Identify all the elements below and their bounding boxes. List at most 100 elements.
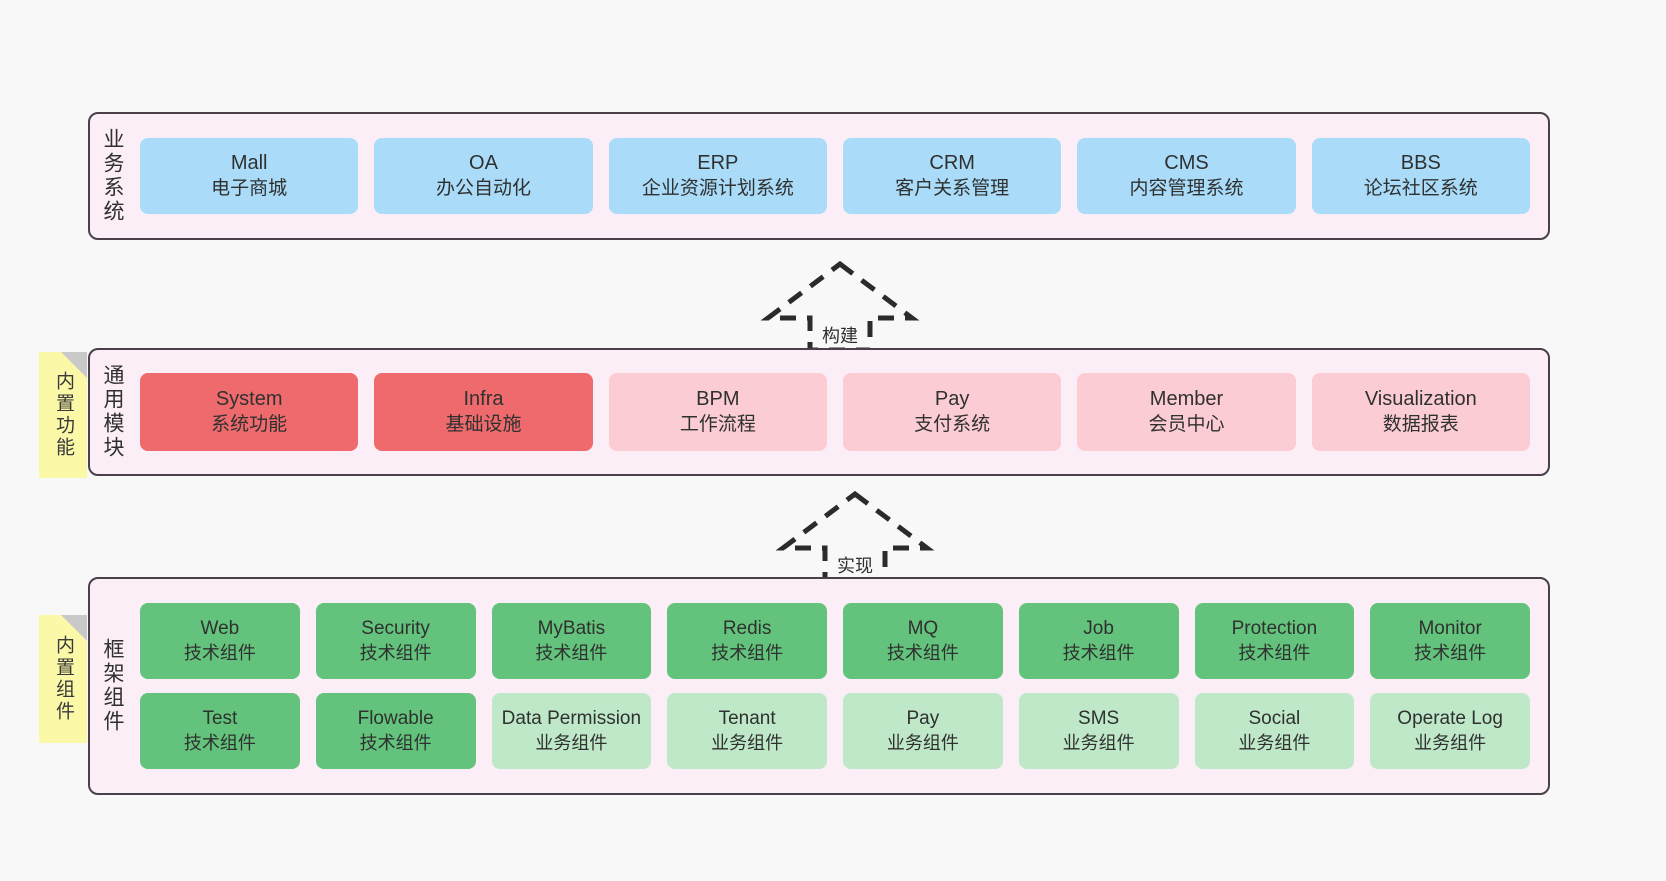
card-title-en: Tenant [718,708,776,730]
card-security[interactable]: Security 技术组件 [315,603,476,679]
card-redis[interactable]: Redis 技术组件 [667,603,827,679]
layer-title-framework: 框架组件 [101,638,125,734]
layer-body-framework: Web 技术组件 Security 技术组件 MyBatis 技术组件 Redi… [134,579,1548,793]
layer-business-systems: 业务系统 Mall 电子商城 OA 办公自动化 ERP 企业资源计划系统 CRM… [88,112,1550,240]
layer-general-modules: 通用模块 System 系统功能 Infra 基础设施 BPM 工作流程 Pay… [88,348,1550,476]
card-title-cn: 业务组件 [535,732,608,753]
card-mall[interactable]: Mall 电子商城 [140,138,359,214]
card-data-permission[interactable]: Data Permission 业务组件 [491,693,652,769]
card-title-en: Member [1149,388,1224,411]
card-title-cn: 系统功能 [211,413,288,435]
card-title-cn: 会员中心 [1148,413,1225,435]
card-title-cn: 技术组件 [359,732,432,753]
card-title-cn: 电子商城 [211,177,288,199]
card-oa[interactable]: OA 办公自动化 [374,138,593,214]
card-title-cn: 技术组件 [1062,642,1135,663]
card-title-en: CMS [1164,152,1209,175]
card-title-cn: 业务组件 [1062,732,1135,753]
card-web[interactable]: Web 技术组件 [140,603,300,679]
card-title-en: SMS [1078,708,1120,730]
card-protection[interactable]: Protection 技术组件 [1194,603,1355,679]
card-title-en: Protection [1231,618,1318,640]
card-sms[interactable]: SMS 业务组件 [1018,693,1179,769]
card-member[interactable]: Member 会员中心 [1077,373,1296,451]
card-title-en: System [215,388,283,411]
modules-card-row: System 系统功能 Infra 基础设施 BPM 工作流程 Pay 支付系统… [140,373,1530,451]
card-title-en: Monitor [1418,618,1482,640]
card-bbs[interactable]: BBS 论坛社区系统 [1311,138,1530,214]
card-system[interactable]: System 系统功能 [140,373,359,451]
card-title-en: Operate Log [1397,708,1503,730]
card-monitor[interactable]: Monitor 技术组件 [1370,603,1530,679]
card-pay-component[interactable]: Pay 业务组件 [843,693,1003,769]
card-visualization[interactable]: Visualization 数据报表 [1311,373,1530,451]
card-tenant[interactable]: Tenant 业务组件 [667,693,827,769]
layer-framework-components: 框架组件 Web 技术组件 Security 技术组件 MyBatis 技术组件… [88,577,1550,795]
arrow-build: 构建 [760,258,920,354]
card-title-cn: 内容管理系统 [1129,177,1244,199]
card-title-en: OA [469,152,498,175]
card-operate-log[interactable]: Operate Log 业务组件 [1370,693,1530,769]
card-title-en: MQ [907,618,939,640]
card-pay-module[interactable]: Pay 支付系统 [842,373,1062,451]
card-title-en: Web [200,618,240,640]
layer-title-modules: 通用模块 [101,364,125,460]
card-erp[interactable]: ERP 企业资源计划系统 [608,138,827,214]
card-title-cn: 办公自动化 [435,177,531,199]
card-title-cn: 技术组件 [1238,642,1311,663]
card-crm[interactable]: CRM 客户关系管理 [842,138,1062,214]
card-title-cn: 企业资源计划系统 [641,177,794,199]
card-title-cn: 业务组件 [886,732,959,753]
sticky-note-builtin-components: 内置组件 [39,615,87,743]
card-title-cn: 支付系统 [914,413,991,435]
layer-title-business: 业务系统 [101,128,125,224]
card-title-en: Test [202,708,238,730]
sticky-note-builtin-features: 内置功能 [39,352,87,478]
card-mybatis[interactable]: MyBatis 技术组件 [491,603,652,679]
business-card-row: Mall 电子商城 OA 办公自动化 ERP 企业资源计划系统 CRM 客户关系… [140,138,1530,214]
card-title-cn: 客户关系管理 [895,177,1010,199]
card-title-en: Social [1248,708,1301,730]
card-title-cn: 业务组件 [711,732,784,753]
arrow-implement-label: 实现 [837,556,873,576]
card-title-en: BBS [1400,152,1441,175]
card-title-en: Visualization [1364,388,1477,411]
framework-card-row-technical: Web 技术组件 Security 技术组件 MyBatis 技术组件 Redi… [140,603,1530,679]
card-title-en: Job [1083,618,1114,640]
card-title-en: Infra [463,388,504,411]
framework-card-row-business: Test 技术组件 Flowable 技术组件 Data Permission … [140,693,1530,769]
card-title-en: Redis [722,618,772,640]
card-title-en: Pay [906,708,940,730]
card-social[interactable]: Social 业务组件 [1194,693,1355,769]
card-title-cn: 业务组件 [1238,732,1311,753]
arrow-build-label: 构建 [822,326,858,346]
card-title-cn: 技术组件 [359,642,432,663]
card-infra[interactable]: Infra 基础设施 [374,373,593,451]
layer-body-modules: System 系统功能 Infra 基础设施 BPM 工作流程 Pay 支付系统… [134,350,1548,474]
card-title-cn: 技术组件 [1414,642,1487,663]
card-cms[interactable]: CMS 内容管理系统 [1077,138,1296,214]
card-title-en: Mall [230,152,268,175]
card-title-cn: 基础设施 [445,413,522,435]
card-title-cn: 技术组件 [711,642,784,663]
card-title-cn: 技术组件 [183,732,256,753]
card-title-en: MyBatis [537,618,606,640]
card-title-en: Data Permission [501,708,642,730]
card-title-en: CRM [929,152,975,175]
card-title-en: Flowable [357,708,434,730]
card-test[interactable]: Test 技术组件 [140,693,300,769]
card-job[interactable]: Job 技术组件 [1018,603,1179,679]
card-title-cn: 技术组件 [183,642,256,663]
card-title-cn: 数据报表 [1382,413,1459,435]
card-flowable[interactable]: Flowable 技术组件 [315,693,476,769]
card-bpm[interactable]: BPM 工作流程 [608,373,827,451]
layer-body-business: Mall 电子商城 OA 办公自动化 ERP 企业资源计划系统 CRM 客户关系… [134,114,1548,238]
card-title-cn: 业务组件 [1414,732,1487,753]
card-title-en: ERP [697,152,739,175]
card-mq[interactable]: MQ 技术组件 [843,603,1003,679]
card-title-cn: 论坛社区系统 [1363,177,1478,199]
card-title-cn: 技术组件 [886,642,959,663]
card-title-en: Security [361,618,430,640]
card-title-cn: 工作流程 [679,413,756,435]
card-title-en: BPM [696,388,740,411]
